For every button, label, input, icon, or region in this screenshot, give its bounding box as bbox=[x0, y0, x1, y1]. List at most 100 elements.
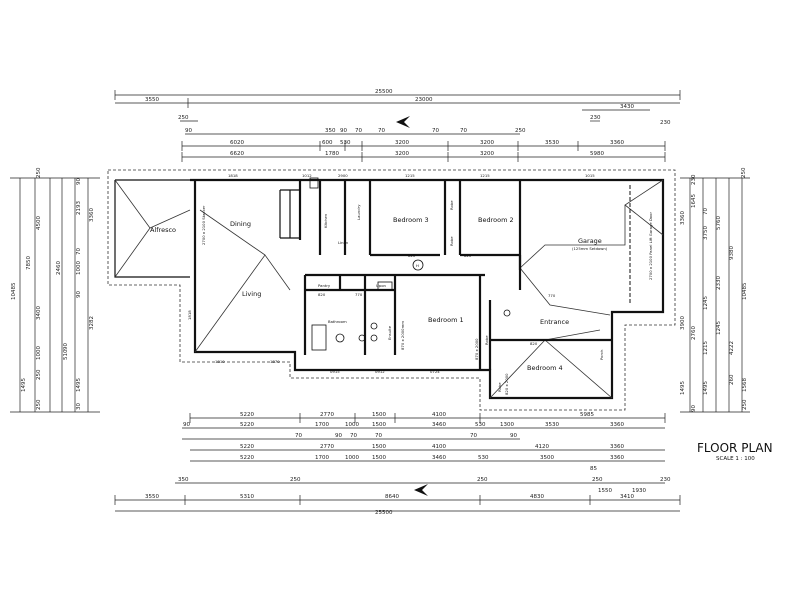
window-label: 1818 bbox=[187, 310, 192, 320]
right-dim: 2330 bbox=[716, 276, 722, 290]
left-dim: 250 bbox=[36, 369, 42, 380]
room-label-laundry: Laundry bbox=[356, 204, 361, 220]
room-label-ensuite: Ensuite bbox=[387, 325, 392, 340]
left-dim: 70 bbox=[76, 248, 82, 255]
right-dim: 10485 bbox=[742, 282, 748, 300]
top-dim: 250 bbox=[178, 115, 189, 121]
left-dim: 510 bbox=[63, 349, 69, 360]
room-label-bathroom: Bathroom bbox=[328, 319, 347, 324]
bottom-dim: 70 bbox=[470, 433, 477, 439]
room-label-bedroom-1: Bedroom 1 bbox=[428, 316, 464, 324]
bottom-dim: 90 bbox=[183, 422, 190, 428]
right-dim: 9380 bbox=[729, 246, 735, 260]
right-dim: 1245 bbox=[716, 321, 722, 335]
right-dim: 1645 bbox=[691, 194, 697, 208]
room-label-bedroom-3: Bedroom 3 bbox=[393, 216, 429, 224]
bottom-dim: 85 bbox=[590, 466, 597, 472]
bottom-dim: 70 bbox=[375, 433, 382, 439]
bathroom-fixtures bbox=[309, 177, 393, 351]
hall-marker: H bbox=[416, 263, 419, 268]
bottom-dim: 1500 bbox=[372, 455, 386, 461]
top-dim: 90 bbox=[185, 128, 192, 134]
right-dim: 4222 bbox=[729, 341, 735, 355]
top-overall-dim: 25500 bbox=[375, 89, 393, 95]
room-label-robe: Robe bbox=[449, 236, 454, 246]
drawing-scale: SCALE 1 : 100 bbox=[716, 456, 755, 462]
right-dimensions: 250 230 3360 1645 70 3750 5760 9380 1048… bbox=[680, 167, 750, 413]
bottom-dim: 70 bbox=[350, 433, 357, 439]
right-dim: 1495 bbox=[703, 381, 709, 395]
right-dim: 2760 bbox=[691, 326, 697, 340]
bottom-dim: 1700 bbox=[315, 422, 329, 428]
top-dim: 3200 bbox=[480, 140, 494, 146]
bottom-dim: 2770 bbox=[320, 444, 334, 450]
bottom-dim: 3360 bbox=[610, 422, 624, 428]
top-dim: 350 bbox=[325, 128, 336, 134]
right-dim: 1495 bbox=[680, 381, 686, 395]
bottom-dim: 1930 bbox=[632, 488, 646, 494]
door-note: 820 x 2000 bbox=[504, 373, 509, 395]
north-arrow-icon bbox=[414, 484, 428, 496]
right-dim: 250 bbox=[741, 167, 747, 178]
bottom-dim: 4100 bbox=[432, 412, 446, 418]
top-dim: 23000 bbox=[415, 97, 433, 103]
room-label-porch: Porch bbox=[599, 349, 604, 360]
window-label: 1215 bbox=[480, 173, 490, 178]
top-dim: 3430 bbox=[620, 104, 634, 110]
bottom-overall-dim: 25500 bbox=[375, 510, 393, 516]
room-label-linen: Linen bbox=[338, 240, 349, 245]
hall-marker-icon: H bbox=[412, 259, 424, 271]
room-label-entrance: Entrance bbox=[540, 318, 569, 326]
left-dim: 1000 bbox=[36, 346, 42, 360]
north-arrow-icon bbox=[396, 116, 410, 128]
room-label-living: Living bbox=[242, 290, 261, 298]
window-label: 0912 bbox=[375, 369, 385, 374]
bottom-dim: 3460 bbox=[432, 455, 446, 461]
bottom-dim: 350 bbox=[178, 477, 189, 483]
left-dim: 90 bbox=[76, 291, 82, 298]
room-labels: Alfresco Dining Living Kitchen Laundry L… bbox=[150, 200, 608, 392]
top-dim: 3530 bbox=[545, 140, 559, 146]
bottom-dim: 3500 bbox=[540, 455, 554, 461]
window-label: 0724 bbox=[430, 369, 440, 374]
right-dim: 3900 bbox=[680, 316, 686, 330]
bottom-dim: 1700 bbox=[315, 455, 329, 461]
bottom-dim: 3360 bbox=[610, 455, 624, 461]
window-label: 820 bbox=[464, 253, 472, 258]
top-dim: 5980 bbox=[590, 151, 604, 157]
top-dim: 3550 bbox=[145, 97, 159, 103]
bottom-dim: 4830 bbox=[530, 494, 544, 500]
window-label: 1870 bbox=[270, 359, 280, 364]
window-label: 820 bbox=[530, 341, 538, 346]
bottom-dim: 3360 bbox=[610, 444, 624, 450]
bottom-dim: 530 bbox=[475, 422, 486, 428]
bottom-dim: 2770 bbox=[320, 412, 334, 418]
left-dim: 30 bbox=[76, 403, 82, 410]
top-dim: 70 bbox=[460, 128, 467, 134]
bottom-dim: 5220 bbox=[240, 422, 254, 428]
bottom-dim: 5220 bbox=[240, 455, 254, 461]
top-dimensions: 25500 3550 23000 250 3430 230 230 90 350… bbox=[114, 89, 681, 162]
bottom-dim: 3550 bbox=[145, 494, 159, 500]
left-dimensions: 250 90 4500 2193 3360 7850 10485 2460 70… bbox=[10, 167, 100, 413]
bottom-dim: 250 bbox=[477, 477, 488, 483]
drawing-title: FLOOR PLAN bbox=[697, 441, 773, 455]
window-label: 1012 bbox=[302, 173, 312, 178]
room-label-robe: Robe bbox=[484, 335, 489, 345]
left-dim: 1495 bbox=[76, 378, 82, 392]
bottom-dim: 1000 bbox=[345, 422, 359, 428]
top-dim: 6020 bbox=[230, 140, 244, 146]
room-label-garage: Garage bbox=[578, 237, 602, 245]
left-dim: 3400 bbox=[36, 306, 42, 320]
door-notes: 2700 x 2100 Stacker 2700 x 2100 Panel Li… bbox=[201, 205, 653, 395]
door-note: 2700 x 2100 Panel Lift Garage Door bbox=[648, 212, 653, 280]
right-dim: 260 bbox=[729, 374, 735, 385]
garage-setdown-note: (125mm Setdown) bbox=[572, 246, 608, 251]
window-label: 1015 bbox=[585, 173, 595, 178]
right-dim: 230 bbox=[691, 174, 697, 185]
door-note: 870 x 2000mm bbox=[400, 321, 405, 350]
left-dim: 2460 bbox=[56, 261, 62, 275]
top-dim: 3200 bbox=[395, 140, 409, 146]
left-dim: 1000 bbox=[76, 261, 82, 275]
window-label: 1215 bbox=[405, 173, 415, 178]
